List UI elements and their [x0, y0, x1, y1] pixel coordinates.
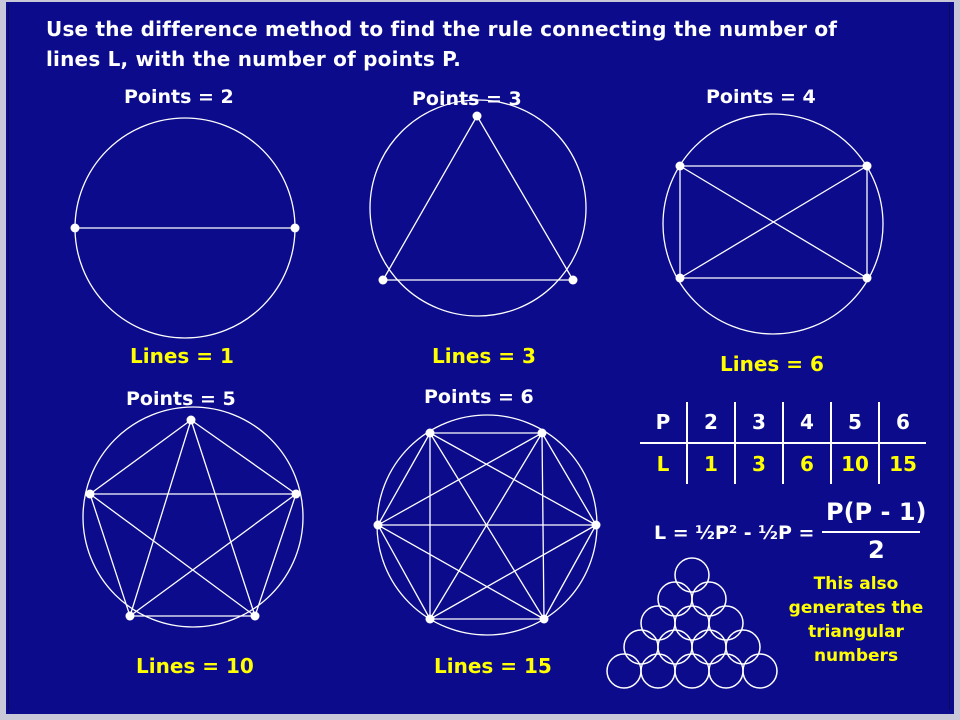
chord-line: [476, 115, 574, 281]
points-label-5: Points = 5: [126, 388, 236, 410]
chord-line: [541, 432, 597, 526]
table-cell: 6: [878, 402, 926, 444]
chord-line: [190, 419, 297, 495]
point-dot: [425, 428, 435, 438]
table-cell: 15: [878, 442, 926, 484]
triangle-circle: [606, 653, 642, 689]
triangle-circle: [708, 653, 744, 689]
circle-5: [82, 406, 304, 628]
fraction-bar: [822, 531, 920, 533]
circle-3: [369, 99, 587, 317]
point-dot: [291, 489, 301, 499]
points-label-6: Points = 6: [424, 386, 534, 408]
triangular-note: This also generates the triangular numbe…: [788, 574, 924, 666]
chord-line: [89, 493, 256, 617]
instruction-text: Use the difference method to find the ru…: [46, 17, 838, 71]
lines-label-6: Lines = 6: [720, 352, 824, 376]
lines-label-10: Lines = 10: [136, 654, 254, 678]
chord-line: [377, 524, 431, 620]
point-dot: [675, 273, 685, 283]
point-dot: [290, 223, 300, 233]
chord-line: [429, 524, 597, 620]
table-row-l: L 1 3 6 10 15: [640, 442, 926, 484]
triangle-circle: [657, 581, 693, 617]
table-cell: 5: [830, 402, 880, 444]
point-dot: [70, 223, 80, 233]
point-dot: [250, 611, 260, 621]
formula-denominator: 2: [868, 536, 885, 564]
triangle-circle: [640, 653, 676, 689]
triangle-circle: [691, 581, 727, 617]
table-cell: 4: [782, 402, 832, 444]
point-dot: [186, 415, 196, 425]
triangle-circle: [657, 629, 693, 665]
triangle-circle: [691, 629, 727, 665]
point-dot: [378, 275, 388, 285]
point-dot: [862, 273, 872, 283]
point-dot: [539, 614, 549, 624]
triangle-circle: [674, 605, 710, 641]
triangle-circle: [725, 629, 761, 665]
point-dot: [125, 611, 135, 621]
triangle-circle: [708, 605, 744, 641]
point-dot: [472, 111, 482, 121]
table-cell: 6: [782, 442, 832, 484]
point-dot: [568, 275, 578, 285]
points-label-2: Points = 2: [124, 86, 234, 108]
table-cell: 10: [830, 442, 880, 484]
points-label-4: Points = 4: [706, 86, 816, 108]
chord-line: [429, 432, 597, 526]
chord-line: [543, 524, 597, 620]
triangle-circle: [640, 605, 676, 641]
chord-line: [377, 432, 431, 526]
formula-lhs: L = ½P² - ½P =: [654, 522, 815, 544]
triangle-circle: [742, 653, 778, 689]
triangle-circle: [623, 629, 659, 665]
table-cell: 2: [686, 402, 736, 444]
table-header-p: P: [640, 402, 688, 444]
chord-line: [254, 493, 297, 617]
chord-line: [377, 524, 545, 620]
table-cell: 3: [734, 442, 784, 484]
chord-line: [89, 493, 131, 617]
chord-line: [377, 432, 543, 526]
lines-label-15: Lines = 15: [434, 654, 552, 678]
chord-line: [190, 419, 256, 617]
point-dot: [675, 161, 685, 171]
chord-line: [429, 432, 543, 620]
triangle-circle: [674, 557, 710, 593]
chord-line: [129, 419, 192, 617]
points-label-3: Points = 3: [412, 88, 522, 110]
point-dot: [591, 520, 601, 530]
point-dot: [85, 489, 95, 499]
chord-line: [541, 432, 545, 620]
circle-4: [662, 113, 884, 335]
table-row-p: P 2 3 4 5 6: [640, 402, 926, 444]
chord-line: [382, 115, 478, 281]
table-cell: 3: [734, 402, 784, 444]
point-dot: [373, 520, 383, 530]
chord-line: [429, 432, 545, 620]
chord-line: [129, 493, 297, 617]
difference-table: P 2 3 4 5 6 L 1 3 6 10 15: [640, 402, 926, 484]
point-dot: [862, 161, 872, 171]
table-cell: 1: [686, 442, 736, 484]
chord-line: [89, 419, 192, 495]
formula-numerator: P(P - 1): [826, 498, 927, 526]
table-header-l: L: [640, 442, 688, 484]
triangle-circle: [674, 653, 710, 689]
lines-label-1: Lines = 1: [130, 344, 234, 368]
chord-line: [679, 165, 868, 279]
point-dot: [425, 614, 435, 624]
lines-label-3: Lines = 3: [432, 344, 536, 368]
point-dot: [537, 428, 547, 438]
